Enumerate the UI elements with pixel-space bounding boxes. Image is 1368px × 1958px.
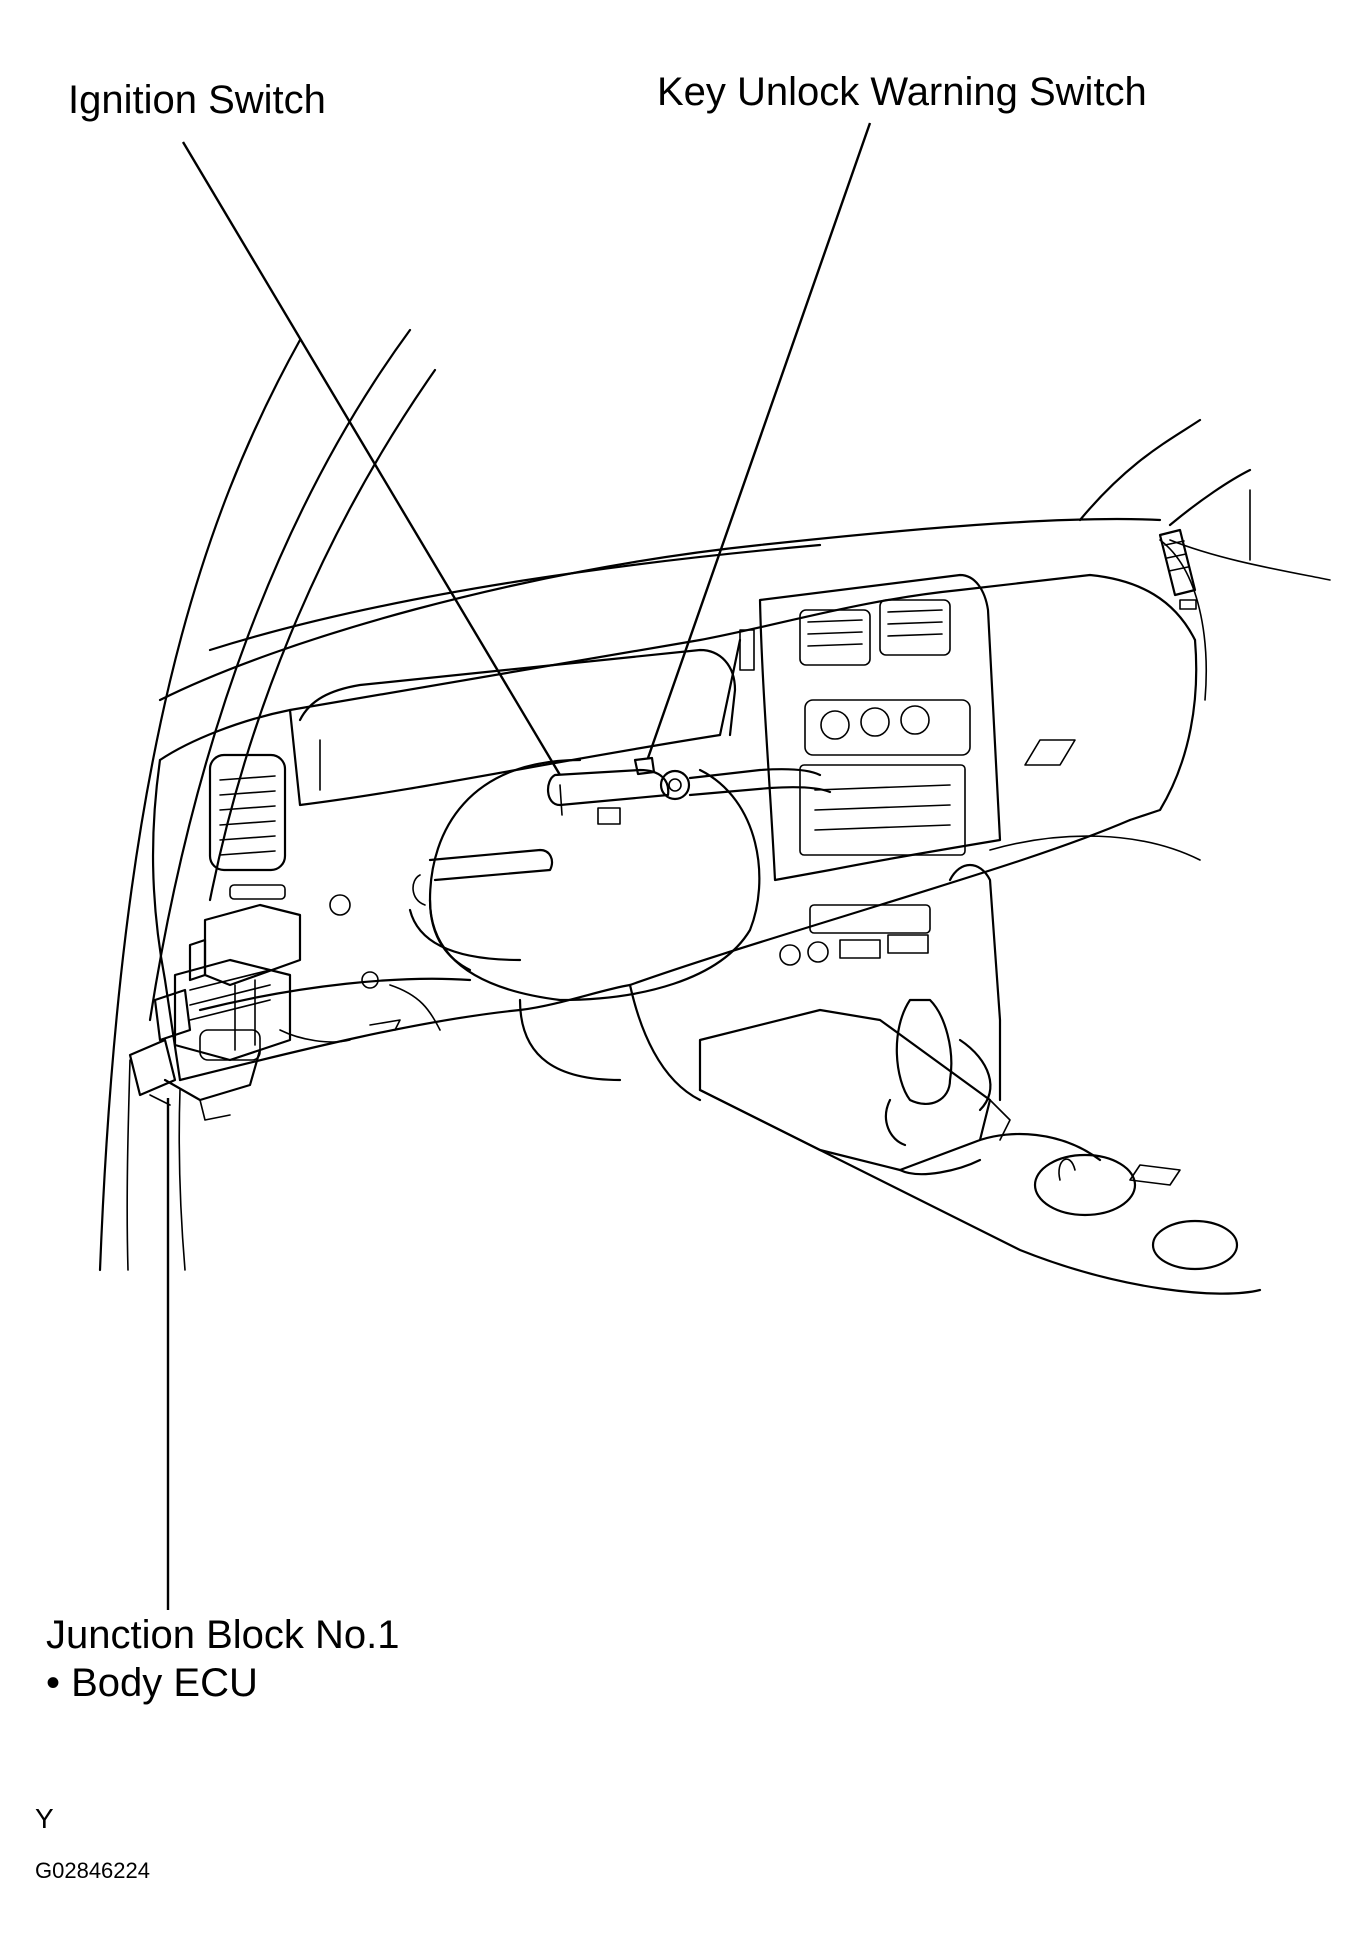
floor-console <box>628 864 1262 1295</box>
key-unlock-warning-switch-label: Key Unlock Warning Switch <box>657 70 1147 114</box>
center-stack <box>739 573 1002 966</box>
steering-wheel <box>408 758 761 1082</box>
lower-dash-panel <box>198 894 472 1043</box>
instrument-cluster <box>288 638 742 807</box>
code-letter: Y <box>35 1803 54 1834</box>
right-air-vent <box>1158 528 1197 610</box>
junction-block-assembly <box>128 903 302 1121</box>
windshield-and-dash-top <box>158 418 1331 702</box>
key-unlock-leader <box>646 122 872 759</box>
dashboard-body <box>151 573 1201 1082</box>
a-pillar <box>98 328 437 1272</box>
figure-code: G02846224 <box>35 1858 150 1883</box>
junction-block-label: Junction Block No.1 <box>46 1613 400 1657</box>
body-ecu-label: • Body ECU <box>46 1661 258 1705</box>
ignition-switch-label: Ignition Switch <box>68 78 326 122</box>
ignition-switch-assembly <box>547 756 832 825</box>
left-air-vent <box>208 753 287 900</box>
ignition-switch-leader <box>181 141 562 776</box>
